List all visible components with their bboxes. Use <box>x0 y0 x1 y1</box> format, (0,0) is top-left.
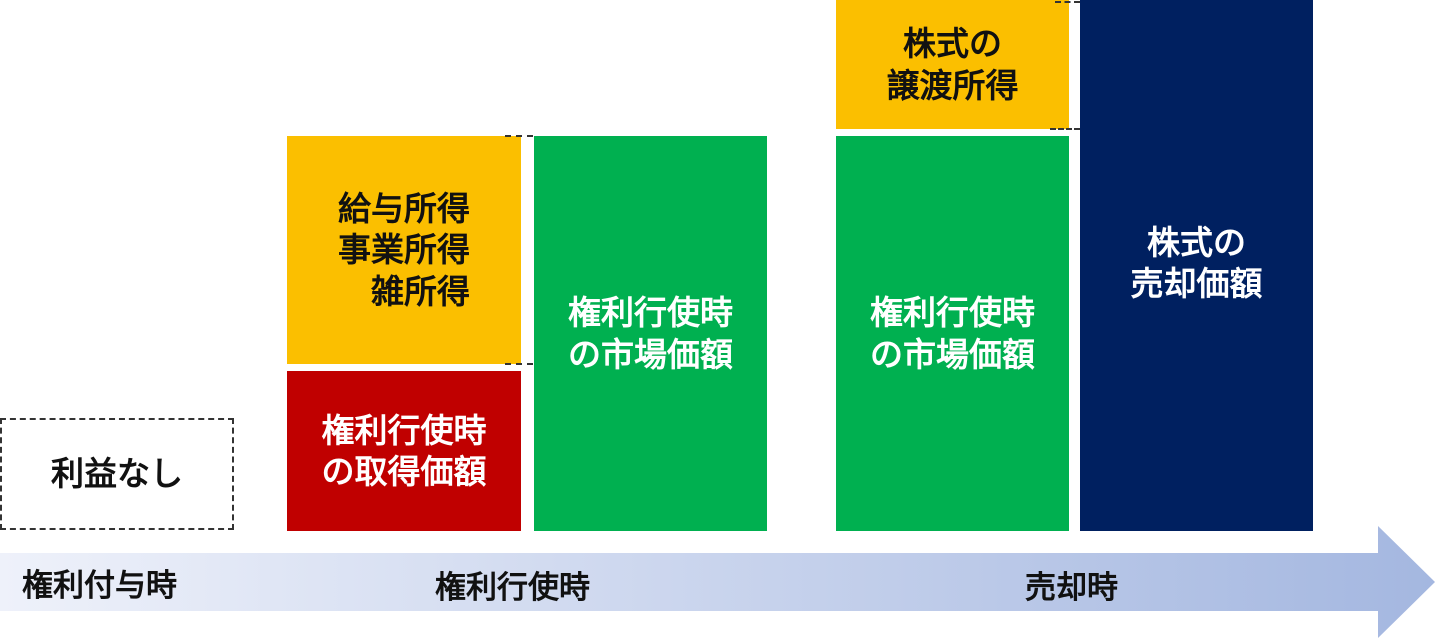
sale-price-label-line1: 株式の <box>1147 223 1246 262</box>
market-value-exercise-block: 権利行使時 の市場価額 <box>534 136 767 531</box>
transfer-income-label-line2: 譲渡所得 <box>886 65 1019 105</box>
acquisition-price-label-line1: 権利行使時 <box>321 410 487 450</box>
dashed-connector-mid-exercise <box>505 363 533 365</box>
timeline-label-sale: 売却時 <box>1025 570 1118 606</box>
market-value-exercise-label-line1: 権利行使時 <box>568 293 733 333</box>
no-profit-label: 利益なし <box>51 454 183 494</box>
sale-price-block: 株式の 売却価額 <box>1080 0 1313 531</box>
income-label-salary: 給与所得 <box>338 189 470 229</box>
acquisition-price-block: 権利行使時 の取得価額 <box>287 371 521 531</box>
income-block: 給与所得 事業所得 雑所得 <box>287 136 521 364</box>
income-label-misc: 雑所得 <box>371 271 470 311</box>
sale-price-label-line2: 売却価額 <box>1130 264 1263 304</box>
dashed-connector-mid-sale <box>1050 128 1080 130</box>
dashed-connector-top-sale <box>1055 1 1080 3</box>
acquisition-price-label-line2: の取得価額 <box>321 452 487 491</box>
timeline-arrow-shape <box>0 526 1435 638</box>
market-value-sale-block: 権利行使時 の市場価額 <box>836 136 1069 531</box>
income-label-business: 事業所得 <box>338 230 470 270</box>
transfer-income-block: 株式の 譲渡所得 <box>836 0 1069 129</box>
timeline-label-grant: 権利付与時 <box>22 568 177 604</box>
transfer-income-label-line1: 株式の <box>903 24 1002 64</box>
market-value-sale-label-line2: の市場価額 <box>870 334 1035 374</box>
market-value-sale-label-line1: 権利行使時 <box>870 293 1035 333</box>
timeline-label-exercise: 権利行使時 <box>435 570 590 606</box>
market-value-exercise-label-line2: の市場価額 <box>568 334 733 374</box>
timeline-arrow <box>0 526 1435 638</box>
dashed-connector-top-exercise <box>505 135 533 137</box>
no-profit-box: 利益なし <box>0 418 234 530</box>
